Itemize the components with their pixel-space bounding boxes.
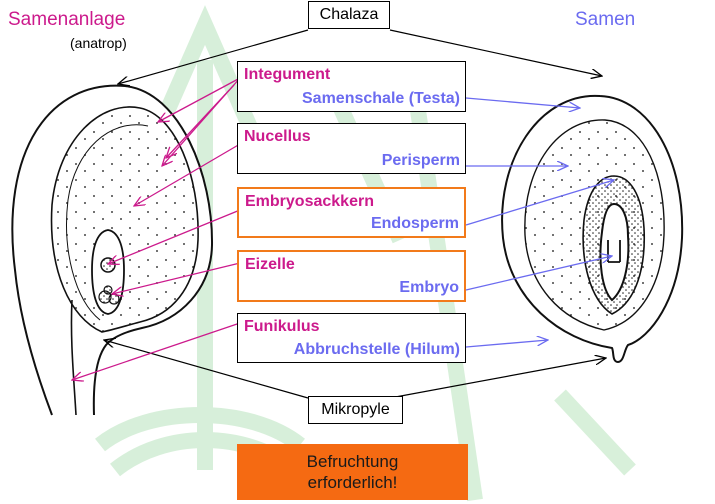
- seed-part-label: Embryo: [399, 279, 459, 296]
- ovule-title: Samenanlage: [8, 9, 126, 30]
- row-embryosackkern: Embryosackkern Endosperm: [237, 187, 466, 238]
- note-line-1: Befruchtung: [306, 452, 399, 471]
- seed-part-label: Perisperm: [381, 152, 460, 169]
- seed-part-label: Samenschale (Testa): [302, 90, 460, 107]
- row-funikulus: Funikulus Abbruchstelle (Hilum): [237, 313, 466, 363]
- seed-part-label: Abbruchstelle (Hilum): [293, 341, 460, 358]
- connector-arrows: [72, 29, 614, 399]
- mikropyle-label: Mikropyle: [308, 396, 403, 424]
- ovule-part-label: Nucellus: [244, 128, 311, 145]
- row-integument: Integument Samenschale (Testa): [237, 61, 466, 112]
- ovule-nucellus-line: [66, 124, 149, 321]
- ovule-part-label: Funikulus: [244, 318, 320, 335]
- row-eizelle: Eizelle Embryo: [237, 250, 466, 302]
- ovule-inner-integument: [50, 106, 199, 333]
- note-line-2: erforderlich!: [307, 473, 398, 492]
- ovule-subtitle: (anatrop): [70, 35, 127, 51]
- seed-title: Samen: [575, 9, 636, 30]
- ovule-part-label: Embryosackkern: [245, 193, 374, 210]
- embryo-sac-nucleus: [100, 257, 116, 273]
- seed-part-label: Endosperm: [370, 215, 459, 232]
- chalaza-label: Chalaza: [308, 1, 390, 29]
- fertilization-note: Befruchtung erforderlich!: [237, 444, 468, 500]
- seed-drawing: [501, 94, 684, 364]
- ovule-part-label: Integument: [244, 66, 331, 83]
- ovule-part-label: Eizelle: [245, 256, 295, 273]
- ovule-funiculus-edge: [70, 299, 77, 416]
- row-nucellus: Nucellus Perisperm: [237, 123, 466, 174]
- ovule-drawing: [11, 84, 214, 416]
